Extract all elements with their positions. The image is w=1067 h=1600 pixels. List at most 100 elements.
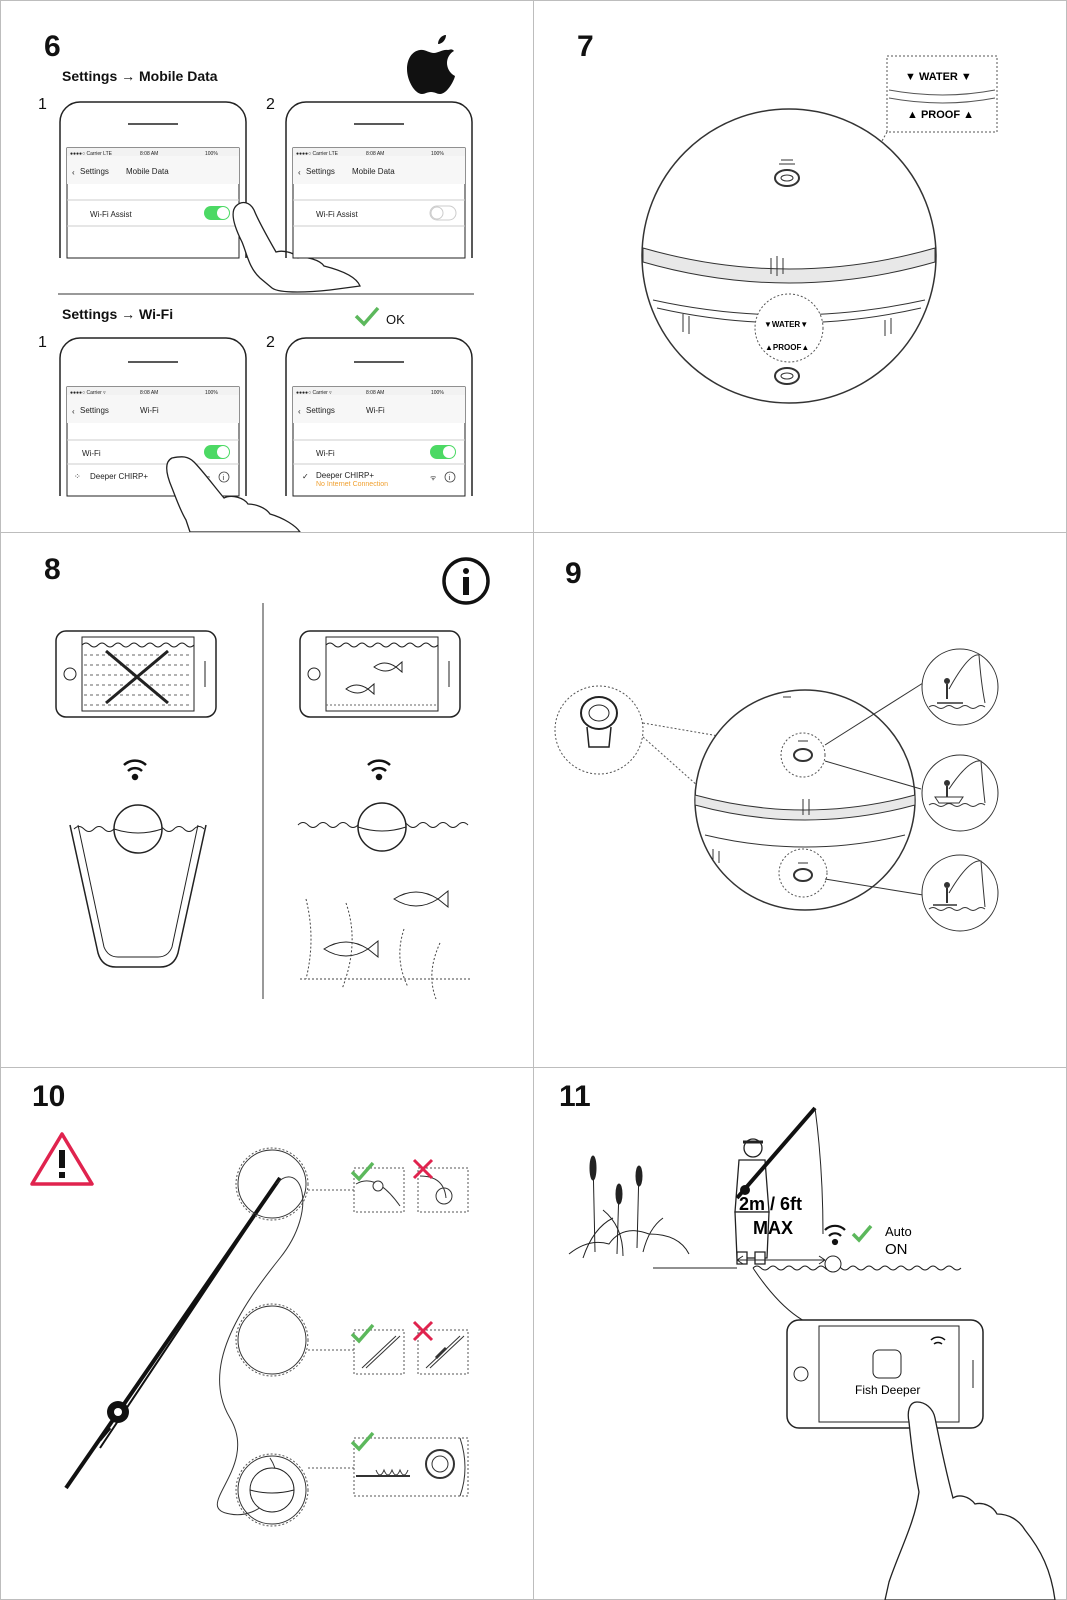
phone-no-data: [55, 630, 217, 718]
step-number: 8: [44, 553, 61, 586]
border-top: [0, 0, 1067, 1]
wifi-icon-3: [824, 1224, 846, 1246]
hand-icon: [232, 201, 361, 293]
svg-text:100%: 100%: [205, 390, 218, 396]
scene-pier: [921, 648, 999, 726]
sub-step-3: 1: [38, 334, 47, 351]
phone-wifi-1: ●●●●○ Carrier ▿ 8:08 AM 100% ‹ Settings …: [59, 337, 247, 497]
ok-label: OK: [386, 312, 405, 327]
divider-vertical: [533, 0, 534, 1600]
apple-logo-icon: [407, 35, 455, 94]
label-water: ▼ WATER ▼: [905, 71, 972, 83]
nav-back: ‹: [72, 168, 75, 177]
svg-text:100%: 100%: [431, 390, 444, 396]
scene-shore: [921, 854, 999, 932]
svg-text:i: i: [223, 475, 225, 482]
svg-text:‹: ‹: [298, 407, 301, 416]
border-left: [0, 0, 1, 1600]
hand-icon-2: [166, 456, 301, 532]
step-8-panel: 8: [0, 533, 533, 1067]
sub-step-4: 2: [266, 334, 275, 351]
step-10-panel: 10: [0, 1068, 533, 1600]
step-number: 11: [559, 1080, 591, 1113]
status-time: 8:08 AM: [140, 151, 158, 157]
section-title-mobile-data: Settings → Mobile Data: [62, 68, 218, 84]
svg-text:Wi-Fi: Wi-Fi: [140, 406, 159, 415]
step-number: 7: [577, 30, 594, 63]
step-6-panel: 6 Settings → Mobile Data 1 2 Settings → …: [0, 0, 533, 532]
status-battery: 100%: [205, 151, 218, 157]
phone-with-fish: [299, 630, 461, 718]
cross-icon-2: [412, 1320, 434, 1342]
status-carrier: ●●●●○ Carrier LTE: [70, 151, 113, 157]
svg-text:Settings: Settings: [306, 167, 335, 176]
network-item: Deeper CHIRP+: [90, 472, 148, 481]
step-11-panel: 11 2m / 6ft MAX: [533, 1068, 1067, 1600]
step-number: 6: [44, 30, 61, 63]
svg-text:⁘: ⁘: [74, 472, 81, 481]
svg-text:✓: ✓: [302, 472, 309, 481]
svg-text:Wi-Fi Assist: Wi-Fi Assist: [90, 210, 133, 219]
sub-step-1: 1: [38, 96, 47, 113]
svg-text:8:08 AM: 8:08 AM: [366, 151, 384, 157]
phone-wifi-2: ●●●●○ Carrier ▿ 8:08 AM 100% ‹ Settings …: [285, 337, 473, 497]
step-6-illustration: ●●●●○ Carrier LTE 8:08 AM 100% ‹ Setting…: [58, 35, 474, 532]
svg-text:Wi-Fi: Wi-Fi: [366, 406, 385, 415]
svg-text:i: i: [449, 475, 451, 482]
svg-text:8:08 AM: 8:08 AM: [140, 390, 158, 396]
app-icon[interactable]: [872, 1349, 902, 1379]
svg-text:‹: ‹: [298, 168, 301, 177]
check-icon-3: [350, 1431, 375, 1452]
step-number: 9: [565, 557, 582, 590]
step-10-illustration: [30, 1132, 469, 1527]
svg-text:Wi-Fi: Wi-Fi: [316, 449, 335, 458]
svg-text:Settings: Settings: [80, 406, 109, 415]
info-icon: [442, 557, 490, 605]
svg-text:Settings: Settings: [306, 406, 335, 415]
svg-text:Wi-Fi Assist: Wi-Fi Assist: [316, 210, 359, 219]
label-proof: ▲ PROOF ▲: [907, 109, 974, 121]
cross-icon: [412, 1158, 434, 1180]
phone-mobile-2: ●●●●○ Carrier LTE 8:08 AM 100% ‹ Setting…: [285, 101, 473, 259]
phone-mobile-1: ●●●●○ Carrier LTE 8:08 AM 100% ‹ Setting…: [59, 101, 247, 259]
step-9-illustration: [554, 648, 999, 932]
step-11-illustration: 2m / 6ft MAX Auto ON Fish Deeper: [568, 1106, 1056, 1600]
phone-app: Fish Deeper: [786, 1319, 984, 1429]
svg-text:●●●●○ Carrier ▿: ●●●●○ Carrier ▿: [70, 390, 106, 396]
distance-label: 2m / 6ft: [739, 1194, 802, 1214]
fish-icon: [345, 660, 403, 696]
fisherman: [734, 1138, 770, 1265]
svg-text:ᯤ: ᯤ: [430, 475, 437, 482]
svg-text:Wi-Fi: Wi-Fi: [82, 449, 101, 458]
scene-boat: [921, 754, 999, 832]
check-icon-4: [851, 1224, 873, 1243]
wifi-icon: [123, 759, 147, 781]
step-9-panel: 9: [533, 533, 1067, 1067]
divider-horizontal-1: [0, 532, 1067, 533]
device-water-label: ▼WATER▼: [764, 320, 808, 329]
network-status: No Internet Connection: [316, 481, 388, 488]
check-icon-2: [350, 1323, 375, 1344]
max-label: MAX: [753, 1218, 793, 1238]
section-title-wifi: Settings → Wi-Fi: [62, 306, 174, 322]
network-connected: Deeper CHIRP+: [316, 471, 374, 480]
svg-text:100%: 100%: [431, 151, 444, 157]
warning-icon: [30, 1132, 94, 1186]
check-icon: [350, 1161, 375, 1182]
auto-label: Auto: [885, 1224, 912, 1239]
svg-text:8:08 AM: 8:08 AM: [366, 390, 384, 396]
svg-text:●●●●○ Carrier LTE: ●●●●○ Carrier LTE: [296, 151, 339, 157]
divider-horizontal-2: [0, 1067, 1067, 1068]
step-number: 10: [32, 1080, 66, 1113]
svg-text:Settings: Settings: [80, 167, 109, 176]
check-icon: [354, 306, 380, 327]
fish-icon-2: [323, 889, 449, 959]
step-7-illustration: ▼ WATER ▼ ▲ PROOF ▲ ▼WATER▼ ▲PROOF▲: [641, 55, 998, 404]
app-name: Fish Deeper: [855, 1383, 920, 1397]
device-proof-label: ▲PROOF▲: [765, 343, 809, 352]
step-8-illustration: [55, 557, 490, 1000]
step-7-panel: 7 ▼ WATER ▼ ▲ PROOF ▲ ▼WATER▼ ▲PROOF▲: [533, 0, 1067, 532]
hand-icon-3: [884, 1401, 1056, 1600]
svg-text:Mobile Data: Mobile Data: [126, 167, 169, 176]
svg-text:●●●●○ Carrier ▿: ●●●●○ Carrier ▿: [296, 390, 332, 396]
